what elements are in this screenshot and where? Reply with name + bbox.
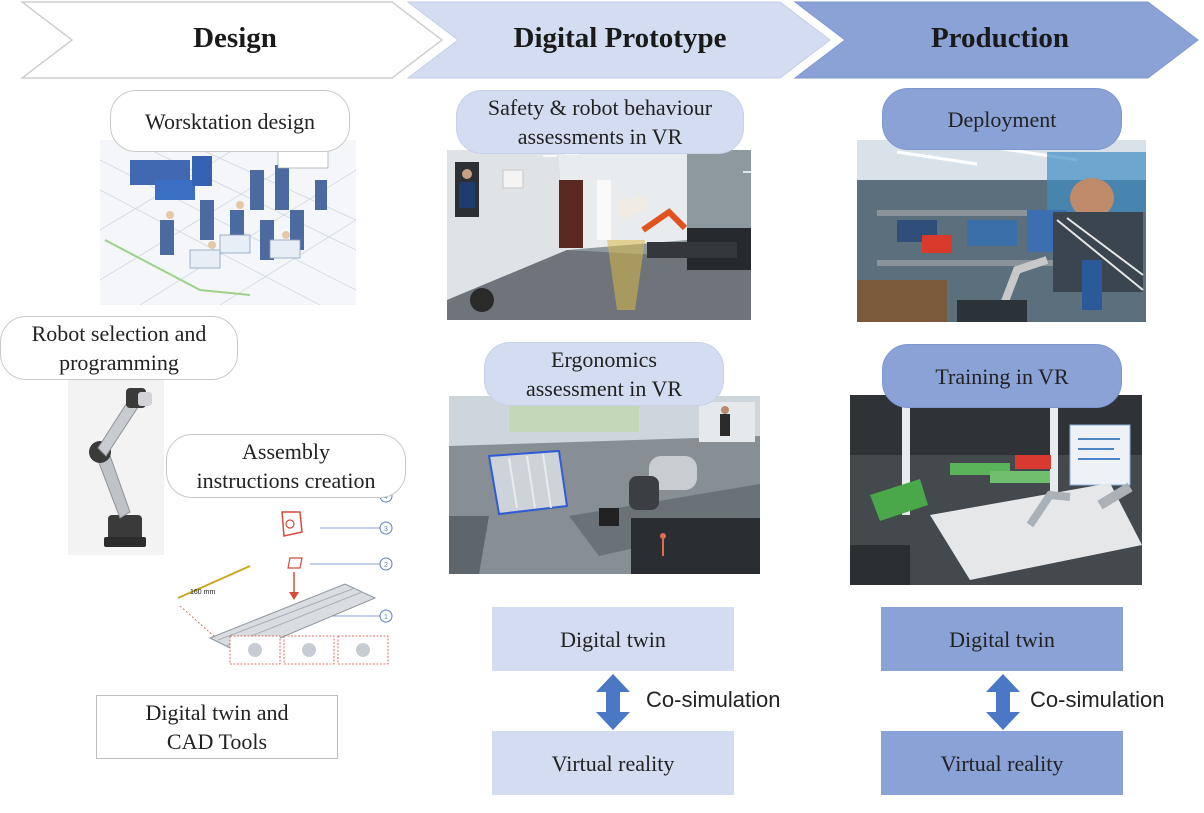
step-number-2: 2 (384, 562, 388, 569)
assembly-instructions-image: 4 3 2 1 160 mm (170, 488, 396, 666)
design-chevron (19, 1, 444, 79)
safety-line1: Safety & robot behaviour (487, 95, 713, 120)
workstation-layout-image (100, 140, 356, 305)
digital-twin-cad-tools-box: Digital twin and CAD Tools (96, 695, 338, 759)
dimension-label: 160 mm (190, 589, 215, 596)
production-digital-twin-box: Digital twin (881, 607, 1123, 671)
safety-line2: assessments in VR (517, 124, 683, 149)
safety-assessment-label: Safety & robot behaviour assessments in … (456, 90, 744, 154)
phase-title-production: Production (930, 22, 1070, 54)
ergonomics-line1: Ergonomics (551, 347, 657, 372)
prototype-cosimulation-label: Co-simulation (646, 687, 781, 712)
robot-selection-line2: programming (59, 350, 179, 375)
production-virtual-reality-box: Virtual reality (881, 731, 1123, 795)
phase-title-design: Design (193, 22, 277, 54)
robot-selection-label: Robot selection and programming (0, 316, 238, 380)
training-vr-image (850, 395, 1142, 585)
deployment-label: Deployment (882, 88, 1122, 150)
workstation-design-label: Worsktation design (110, 90, 350, 152)
prototype-chevron (406, 1, 831, 79)
step-number-3: 3 (384, 526, 388, 533)
step-number-1: 1 (384, 614, 388, 621)
assembly-instructions-label: Assembly instructions creation (166, 434, 406, 498)
ergonomics-vr-image (449, 396, 760, 574)
tools-line2: CAD Tools (166, 729, 268, 754)
production-double-arrow (986, 674, 1020, 730)
prototype-double-arrow (596, 674, 630, 730)
deployment-photo (857, 140, 1146, 322)
robot-arm-image (68, 380, 164, 555)
production-cosimulation-label: Co-simulation (1030, 687, 1165, 712)
ergonomics-assessment-label: Ergonomics assessment in VR (484, 342, 724, 406)
assembly-line1: Assembly (242, 439, 330, 464)
assembly-line2: instructions creation (196, 468, 376, 493)
safety-vr-image (447, 150, 751, 320)
phase-title-digital-prototype: Digital Prototype (513, 22, 727, 54)
step-number-4: 4 (384, 494, 388, 501)
ergonomics-line2: assessment in VR (525, 376, 683, 401)
tools-line1: Digital twin and (145, 700, 289, 725)
prototype-virtual-reality-box: Virtual reality (492, 731, 734, 795)
production-chevron (793, 1, 1199, 79)
training-vr-label: Training in VR (882, 344, 1122, 408)
robot-selection-line1: Robot selection and (31, 321, 207, 346)
prototype-digital-twin-box: Digital twin (492, 607, 734, 671)
